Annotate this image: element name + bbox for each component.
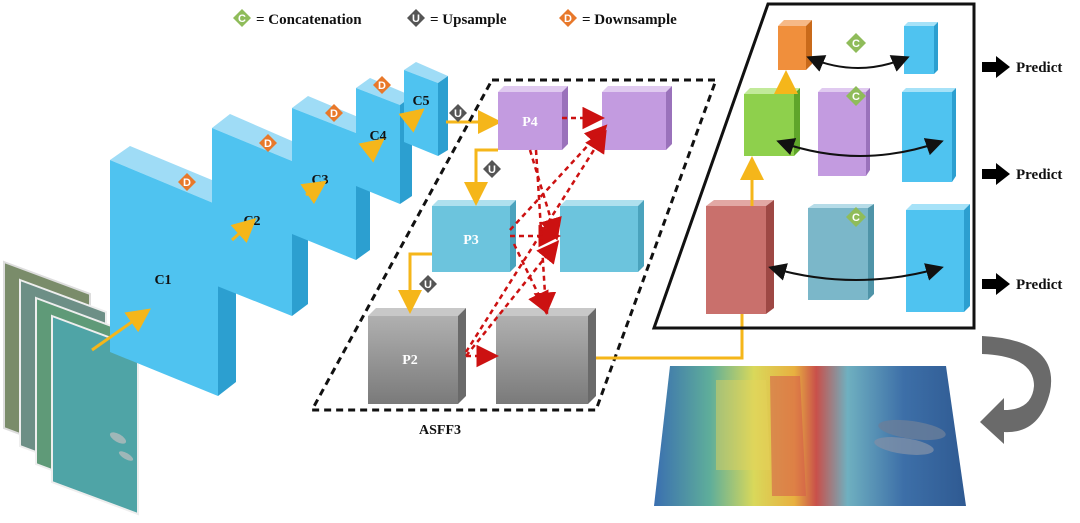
svg-text:D: D (183, 177, 191, 189)
concat-icon: C (846, 86, 866, 106)
downsample-icon: D (178, 173, 196, 191)
p4-output-block (602, 86, 672, 150)
asff-region (309, 78, 719, 412)
svg-text:C: C (852, 91, 860, 103)
predict-label-3: Predict (1016, 277, 1062, 293)
backbone-c1: C1 (110, 146, 236, 396)
arrow-right-icon (982, 163, 1010, 185)
svg-text:C: C (852, 38, 860, 50)
predict-row-1: Predict (982, 56, 1062, 78)
p2-output-block (496, 308, 596, 404)
head-blue-large-block (906, 204, 970, 312)
predict-row-2: Predict (982, 163, 1062, 185)
arrow-right-icon (982, 273, 1010, 295)
downsample-icon: D (325, 104, 343, 122)
backbone: C1 C2 C3 C4 C5 (110, 62, 448, 396)
backbone-c4: C4 (356, 78, 412, 204)
upsample-icon: U (483, 160, 501, 178)
input-image-stack (3, 260, 139, 516)
head-blue-small-block (904, 22, 938, 74)
p4-block: P4 (498, 86, 568, 150)
svg-text:D: D (330, 108, 338, 120)
concat-icon: C (846, 33, 866, 53)
head-panel (651, 2, 976, 330)
head-upsample-arrows (740, 70, 798, 206)
concat-diamond-icon (233, 9, 251, 27)
backbone-arrows (91, 108, 502, 352)
predict-label-1: Predict (1016, 60, 1062, 76)
downsample-diamond-icon (559, 9, 577, 27)
head-concat-arrows (768, 55, 944, 281)
backbone-c5: C5 (404, 62, 448, 156)
svg-text:U: U (454, 108, 462, 120)
downsample-markers: D D D D (178, 76, 391, 191)
heatmap-output (654, 366, 966, 506)
arrow-right-icon (982, 56, 1010, 78)
predict-label-2: Predict (1016, 167, 1062, 183)
svg-text:D: D (378, 80, 386, 92)
upsample-icon: U (419, 275, 437, 293)
legend-concat-symbol: C (238, 13, 246, 25)
svg-text:C: C (852, 212, 860, 224)
head-purple-block (818, 88, 870, 176)
legend-upsample-text: = Upsample (430, 12, 507, 28)
legend-downsample: D = Downsample (559, 9, 677, 28)
head-orange-block (778, 20, 812, 70)
p3-output-block (560, 200, 644, 272)
concat-icon: C (846, 207, 866, 227)
p3-block: P3 (432, 200, 516, 272)
p2-label: P2 (402, 353, 418, 368)
svg-text:U: U (488, 164, 496, 176)
legend-upsample-symbol: U (412, 13, 420, 25)
legend-concat: C = Concatenation (233, 9, 362, 28)
head-red-block (706, 200, 774, 314)
legend-downsample-text: = Downsample (582, 12, 677, 28)
head-blue-mid-block (902, 88, 956, 182)
predict-row-3: Predict (982, 273, 1062, 295)
svg-text:D: D (264, 138, 272, 150)
asff-title: ASFF3 (419, 423, 461, 438)
upsample-diamond-icon (407, 9, 425, 27)
legend-downsample-symbol: D (564, 13, 572, 25)
legend: C = Concatenation U = Upsample D = Downs… (233, 9, 677, 28)
c5-label: C5 (412, 94, 429, 109)
fusion-arrows (464, 106, 608, 368)
p3-label: P3 (463, 233, 479, 248)
p4-label: P4 (522, 115, 538, 130)
downsample-icon: D (259, 134, 277, 152)
upsample-icon: U (449, 104, 467, 122)
downsample-icon: D (373, 76, 391, 94)
c1-label: C1 (154, 273, 171, 288)
predict-outputs: Predict Predict Predict (982, 56, 1062, 295)
legend-upsample: U = Upsample (407, 9, 507, 28)
legend-concat-text: = Concatenation (256, 12, 362, 28)
curved-return-arrow-icon (980, 336, 1052, 444)
p2-block: P2 (368, 308, 466, 404)
svg-text:U: U (424, 279, 432, 291)
